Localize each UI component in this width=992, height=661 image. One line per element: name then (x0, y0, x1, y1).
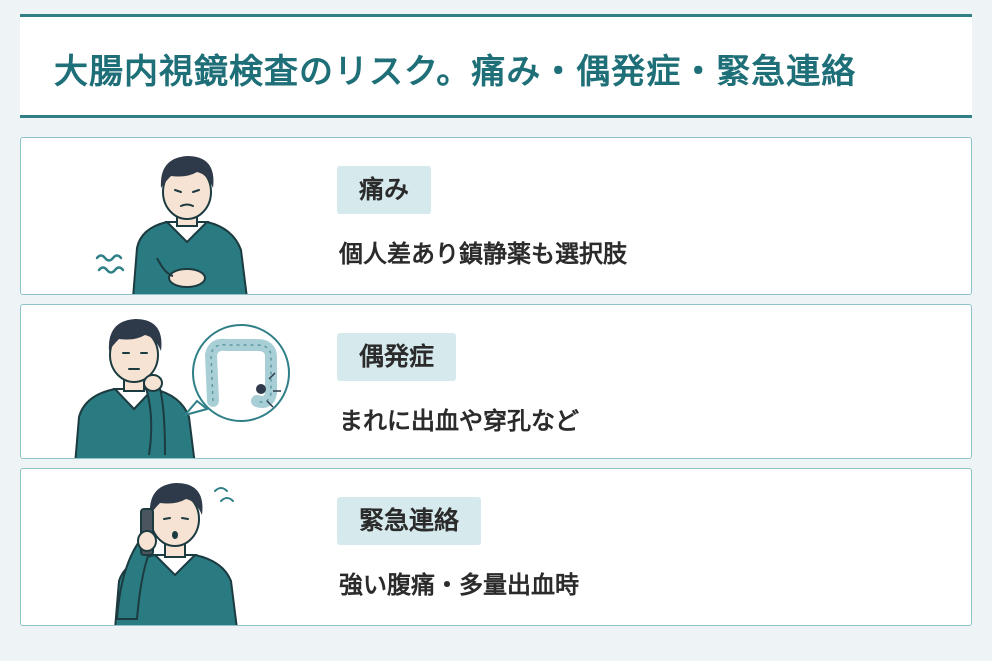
man-thinking-illustration (74, 319, 290, 458)
colon-thought-bubble-icon (182, 324, 290, 422)
worry-mark-icon (214, 487, 234, 502)
man-holding-stomach-illustration (95, 156, 248, 294)
risk-description: まれに出血や穿孔など (339, 407, 579, 435)
page-title: 大腸内視鏡検査のリスク。痛み・偶発症・緊急連絡 (54, 52, 857, 92)
pain-squiggle-icon (95, 254, 125, 274)
risk-label: 緊急連絡 (337, 497, 482, 545)
risk-card-complications: 偶発症 まれに出血や穿孔など (20, 304, 972, 459)
risk-description: 強い腹痛・多量出血時 (339, 571, 579, 599)
risk-card-pain: 痛み 個人差あり鎮静薬も選択肢 (20, 137, 972, 295)
risk-card-emergency: 緊急連絡 強い腹痛・多量出血時 (20, 468, 972, 626)
risk-label: 偶発症 (337, 333, 457, 381)
risk-description: 個人差あり鎮静薬も選択肢 (339, 240, 627, 268)
title-banner: 大腸内視鏡検査のリスク。痛み・偶発症・緊急連絡 (20, 14, 972, 118)
risk-label: 痛み (337, 166, 432, 214)
man-on-phone-illustration (114, 483, 238, 625)
